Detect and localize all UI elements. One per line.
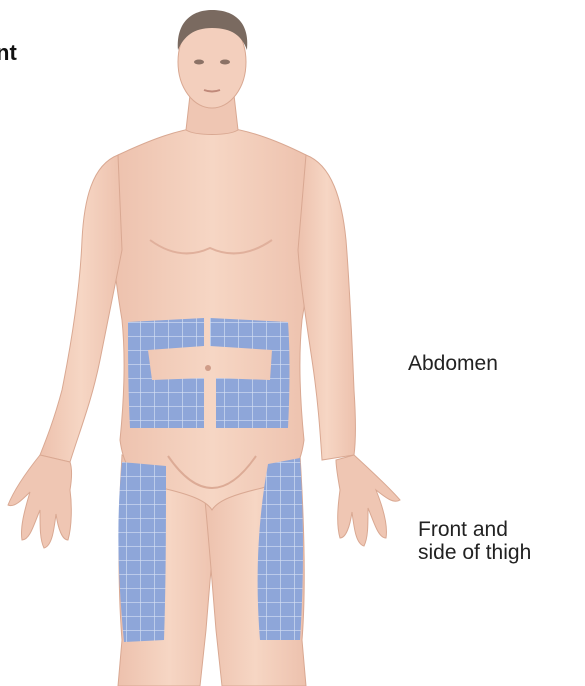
left-thigh-injection-zone xyxy=(118,462,166,642)
right-arm xyxy=(298,155,356,460)
navel xyxy=(205,365,211,371)
torso xyxy=(111,126,312,510)
abdomen-label: Abdomen xyxy=(408,352,498,375)
left-eye xyxy=(194,60,204,65)
thigh-label: Front and side of thigh xyxy=(418,518,583,564)
left-arm xyxy=(40,155,122,462)
right-hand xyxy=(336,455,400,546)
diagram-title: nt xyxy=(0,40,17,66)
thigh-label-line-2: side of thigh xyxy=(418,541,583,564)
right-eye xyxy=(220,60,230,65)
left-hand xyxy=(8,455,72,548)
thigh-label-line-1: Front and xyxy=(418,518,583,541)
